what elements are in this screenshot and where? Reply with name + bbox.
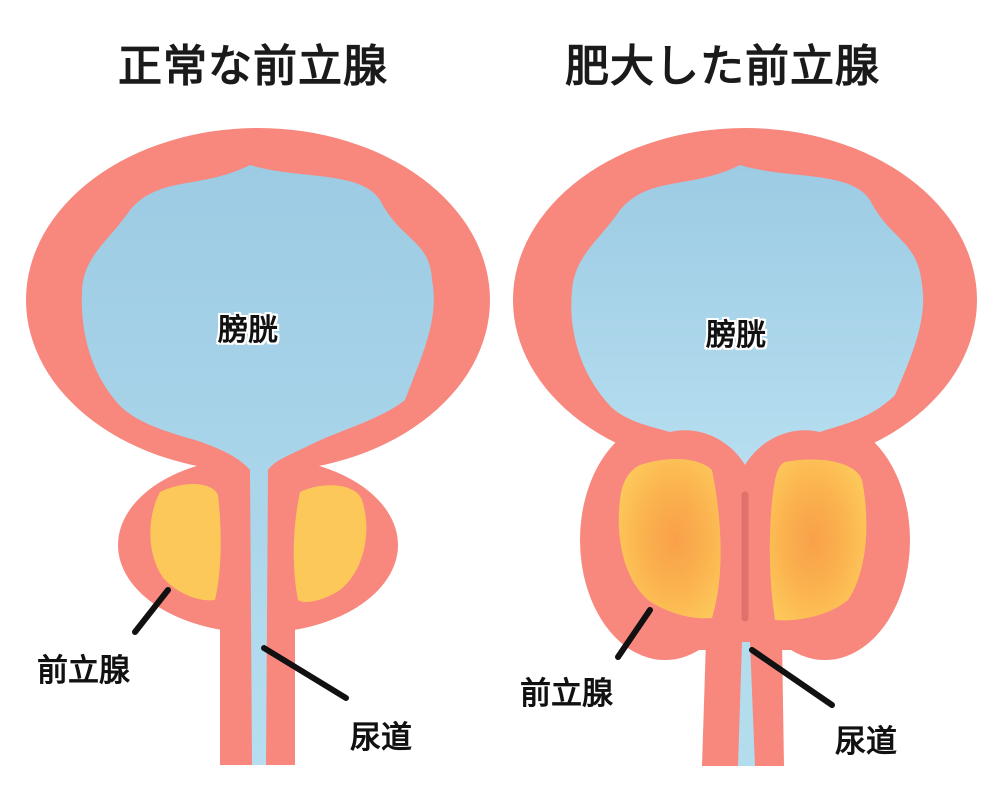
normal-urethra-leader-line (261, 645, 349, 701)
normal-prostate-leader-line (132, 587, 171, 635)
normal-prostate-label: 前立腺 (37, 653, 130, 689)
title-enlarged-prostate: 肥大した前立腺 (565, 41, 880, 92)
enlarged-prostate-label: 前立腺 (520, 676, 613, 712)
enlarged-bladder-label: 膀胱 (706, 318, 766, 353)
enlarged-urethra-leader-line (749, 647, 835, 708)
enlarged-prostate-lobe-right (769, 459, 867, 621)
enlarged-prostate-leader-line (615, 607, 653, 660)
enlarged-diagram (513, 128, 977, 766)
normal-diagram (26, 128, 490, 765)
normal-prostate-lobe-left (150, 484, 221, 601)
enlarged-urethra-label: 尿道 (835, 724, 897, 760)
enlarged-prostate-lobe-left (618, 458, 721, 619)
normal-urethra-label: 尿道 (350, 720, 412, 756)
normal-bladder-lumen (81, 165, 434, 765)
enlarged-bladder-lumen (571, 165, 924, 465)
enlarged-urethra-lumen (738, 642, 755, 766)
normal-prostate-lobe-right (293, 485, 367, 602)
title-normal-prostate: 正常な前立腺 (118, 41, 388, 92)
normal-bladder-label: 膀胱 (218, 313, 278, 348)
